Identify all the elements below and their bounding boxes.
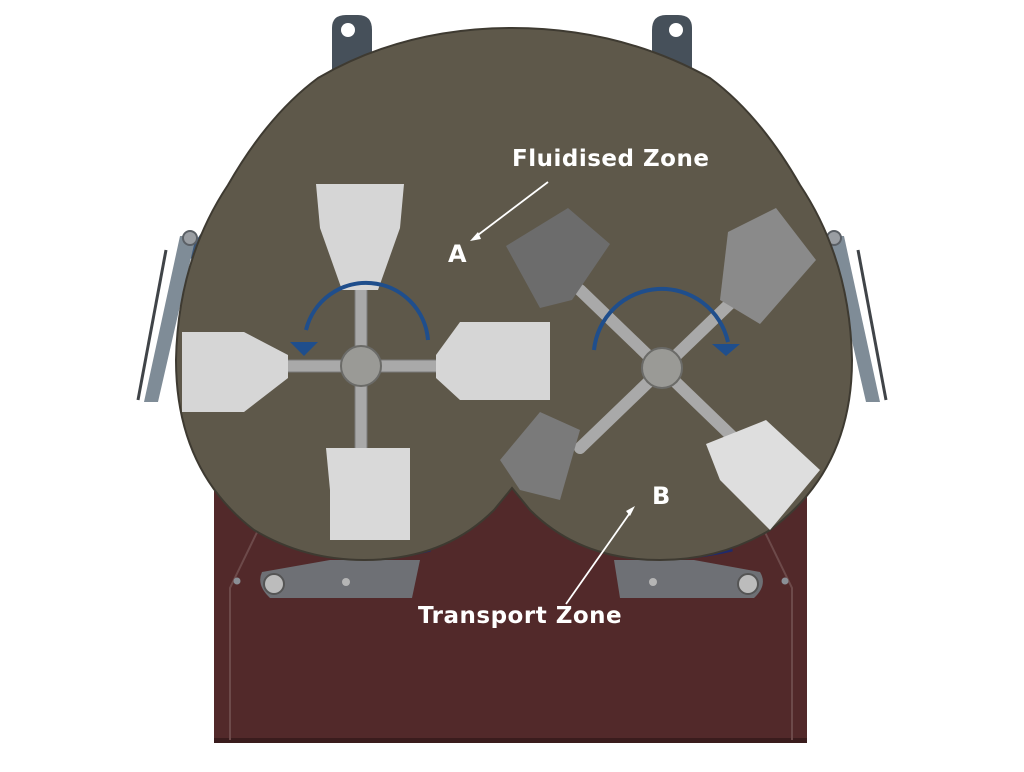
trough-body: [174, 26, 854, 562]
point-b-label: B: [652, 482, 671, 510]
transport-zone-label: Transport Zone: [418, 603, 623, 629]
rotation-arrow-cw: [592, 286, 730, 351]
point-a-label: A: [448, 240, 467, 268]
rotation-arrow-ccw: [304, 280, 430, 341]
right-shaft: [500, 208, 820, 530]
leader-arrows: [470, 181, 635, 605]
left-shaft: [182, 184, 550, 540]
bracket-right: [614, 560, 763, 598]
fluidised-zone-label: Fluidised Zone: [512, 146, 710, 172]
bracket-left: [260, 560, 420, 598]
